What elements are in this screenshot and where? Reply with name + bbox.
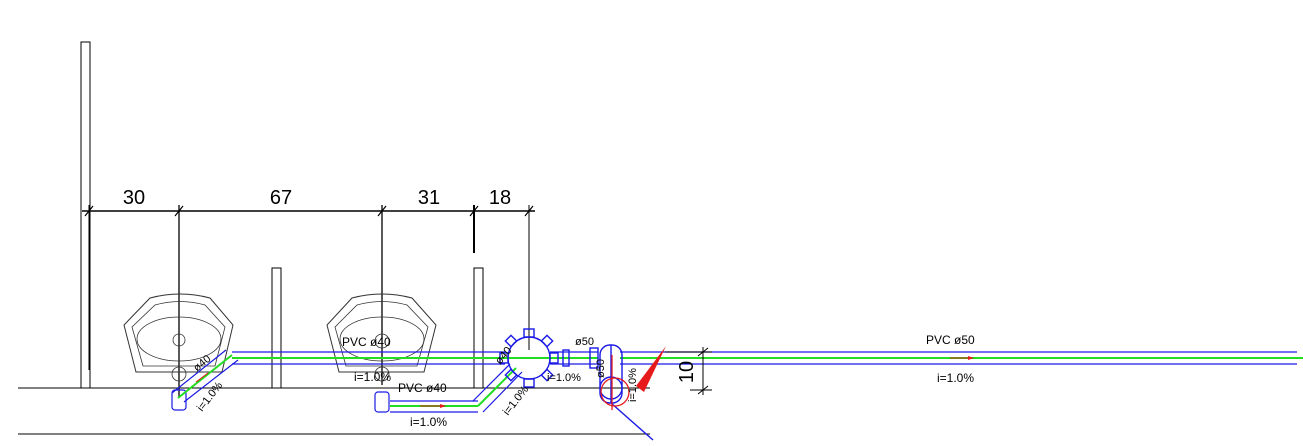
dim-tick-5 [524,205,534,217]
main-pipe-slope: i=1.0% [937,371,974,385]
dim-tick-3 [377,205,387,217]
lower-slope: i=1.0% [410,415,447,429]
pipe-annotations: PVC ø50 i=1.0% PVC ø40 i=1.0% PVC ø40 i=… [191,333,975,429]
pipe-centerlines [177,354,1303,407]
sink1-diameter: ø40 [191,353,213,374]
washbasin-1 [123,293,234,382]
washbasin-2 [326,293,437,382]
dimension-30: 30 [123,187,145,209]
trap-slope: i=1.0% [547,372,581,384]
trap-out-diameter: ø50 [575,336,594,348]
dim-tick-4 [469,205,479,217]
dimension-67: 67 [270,187,292,209]
main-pipe-label: PVC ø50 [926,333,975,347]
building-linework [18,41,650,435]
flow-arrowhead-main [968,356,974,360]
dimension-chain: 30 67 31 18 [82,187,535,398]
dim-tick-2 [174,205,184,217]
dimension-18: 18 [489,187,511,209]
trap-riser [589,344,654,441]
sink2-slope: i=1.0% [354,370,391,384]
dimension-31: 31 [418,187,440,209]
cut-arrow [636,346,666,392]
partition-1 [271,267,282,389]
sink1-slope: i=1.0% [195,380,225,414]
junction-fitting [499,328,570,388]
partition-2 [473,267,484,389]
riser-diameter: ø50 [595,359,607,378]
flow-arrows [195,346,974,408]
flow-arrow-diag [195,372,209,383]
lower-pipe-label: PVC ø40 [398,381,447,395]
flow-arrowhead-lower [440,404,446,408]
pipe-outlines [171,349,1297,413]
wall-left [80,41,91,389]
height-dimension [665,347,712,395]
trap-redline [600,355,630,410]
dimension-10: 10 [676,361,698,383]
dim-tick-1 [84,205,94,217]
sink2-pipe-label: PVC ø40 [342,335,391,349]
riser-slope: i=1.0% [627,368,639,402]
